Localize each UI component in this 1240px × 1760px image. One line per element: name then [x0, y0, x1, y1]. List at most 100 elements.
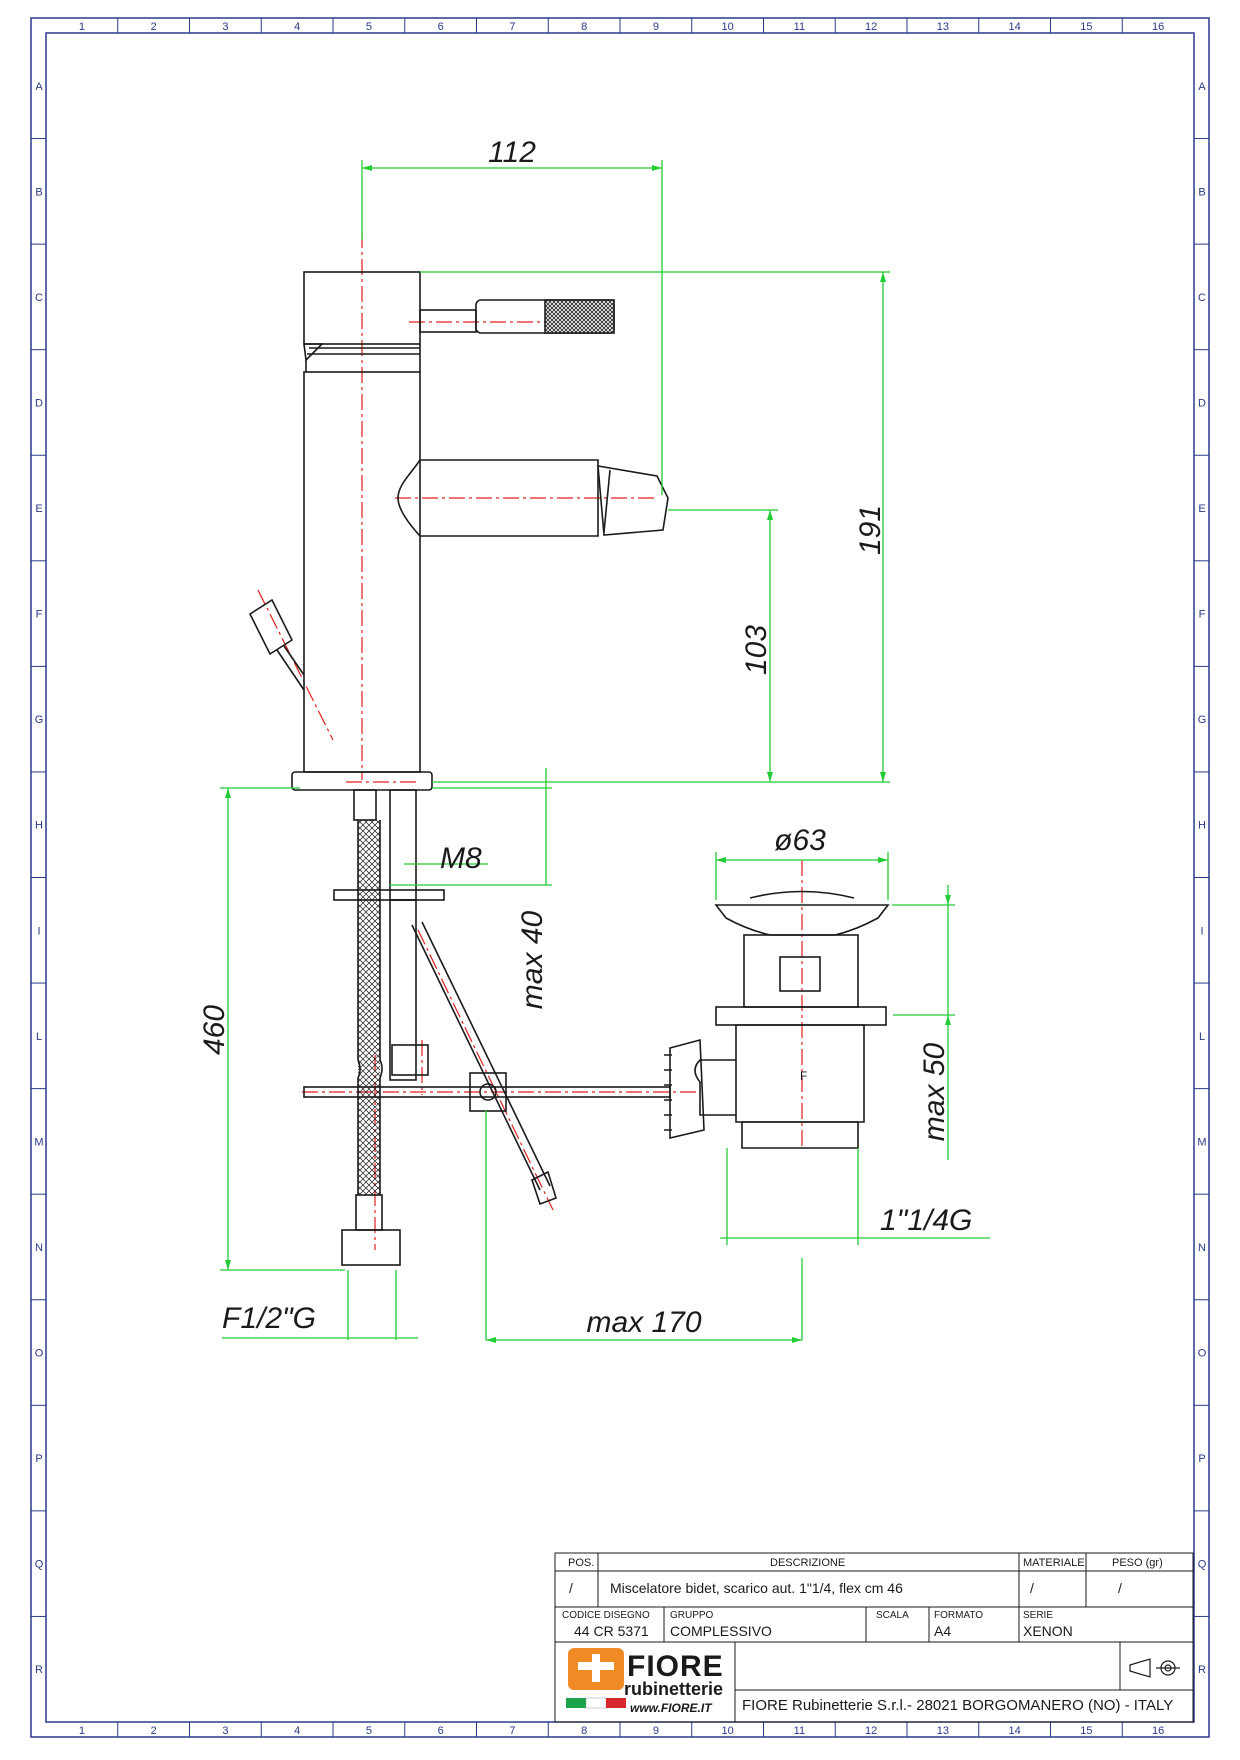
frame-row-label-right: A [1198, 81, 1206, 93]
frame-col-label-top: 8 [581, 21, 587, 33]
frame-col-label-bottom: 16 [1152, 1725, 1164, 1737]
frame-row-label-left: A [35, 81, 43, 93]
frame-row-label-right: D [1198, 397, 1206, 409]
description-value: Miscelatore bidet, scarico aut. 1"1/4, f… [610, 1580, 903, 1596]
frame-col-label-bottom: 8 [581, 1725, 587, 1737]
dim-max50-label: max 50 [918, 1043, 951, 1142]
frame-col-label-bottom: 14 [1009, 1725, 1021, 1737]
frame-col-label-bottom: 6 [438, 1725, 444, 1737]
frame-col-label-top: 1 [79, 21, 85, 33]
frame-row-label-right: G [1198, 714, 1207, 726]
frame-row-label-left: I [37, 925, 40, 937]
frame-col-label-top: 4 [294, 21, 300, 33]
frame-row-label-left: D [35, 397, 43, 409]
group-value: COMPLESSIVO [670, 1623, 772, 1639]
frame-row-label-left: H [35, 820, 43, 832]
code-value: 44 CR 5371 [574, 1623, 649, 1639]
series-label: SERIE [1023, 1610, 1054, 1621]
first-angle-projection-icon [1129, 1658, 1180, 1678]
frame-zone-labels: 1122334455667788991010111112121313141415… [34, 21, 1206, 1737]
frame-row-label-right: L [1199, 1031, 1205, 1043]
material-value: / [1030, 1580, 1034, 1596]
frame-col-label-top: 15 [1080, 21, 1092, 33]
frame-row-label-right: F [1199, 609, 1206, 621]
frame-row-label-right: I [1200, 925, 1203, 937]
frame-col-label-top: 16 [1152, 21, 1164, 33]
frame-row-label-left: P [35, 1453, 42, 1465]
waste-assembly [664, 890, 890, 1149]
frame-col-label-top: 6 [438, 21, 444, 33]
dim-hose-thread-label: F1/2"G [222, 1302, 316, 1335]
scale-label: SCALA [876, 1610, 909, 1621]
frame-col-label-bottom: 9 [653, 1725, 659, 1737]
frame-row-label-right: B [1198, 186, 1205, 198]
frame-col-label-top: 3 [222, 21, 228, 33]
frame-col-label-bottom: 15 [1080, 1725, 1092, 1737]
description-header: DESCRIZIONE [770, 1557, 846, 1569]
frame-row-label-left: C [35, 292, 43, 304]
frame-row-label-left: R [35, 1664, 43, 1676]
frame-col-label-bottom: 7 [509, 1725, 515, 1737]
frame-col-label-top: 9 [653, 21, 659, 33]
frame-row-label-right: Q [1198, 1559, 1207, 1571]
pos-value: / [569, 1580, 573, 1596]
dim-max170-label: max 170 [586, 1306, 701, 1339]
format-value: A4 [934, 1623, 952, 1639]
frame-row-label-left: O [35, 1348, 44, 1360]
dim-112-label: 112 [488, 136, 536, 169]
frame-col-label-bottom: 10 [722, 1725, 734, 1737]
frame-row-label-left: G [35, 714, 44, 726]
dim-max40-label: max 40 [516, 911, 549, 1010]
weight-value: / [1118, 1580, 1122, 1596]
dim-waste-thread-label: 1"1/4G [880, 1204, 972, 1237]
frame-row-label-left: N [35, 1242, 43, 1254]
frame-row-label-left: M [34, 1136, 43, 1148]
frame-row-label-left: F [36, 609, 43, 621]
series-value: XENON [1023, 1623, 1073, 1639]
frame-col-label-top: 12 [865, 21, 877, 33]
frame-col-label-top: 7 [509, 21, 515, 33]
dimension-labels: 112 191 103 460 M8 max 40 ø63 max 50 1"1… [198, 136, 972, 1339]
frame-row-label-right: R [1198, 1664, 1206, 1676]
frame-row-label-right: M [1197, 1136, 1206, 1148]
weight-header: PESO (gr) [1112, 1557, 1163, 1569]
frame-row-label-left: E [35, 503, 42, 515]
frame-col-label-bottom: 13 [937, 1725, 949, 1737]
braided-hose [358, 820, 380, 1195]
svg-text:FIORE: FIORE [627, 1650, 724, 1683]
frame-row-label-right: P [1198, 1453, 1205, 1465]
frame-col-label-top: 14 [1009, 21, 1021, 33]
frame-row-label-left: B [35, 186, 42, 198]
svg-text:rubinetterie: rubinetterie [624, 1679, 723, 1699]
dim-191-label: 191 [854, 505, 887, 555]
frame-col-label-top: 10 [722, 21, 734, 33]
dim-m8-label: M8 [440, 842, 482, 875]
group-label: GRUPPO [670, 1610, 714, 1621]
drawing-frame [30, 17, 1210, 1738]
frame-col-label-bottom: 11 [794, 1725, 805, 1737]
frame-col-label-bottom: 2 [151, 1725, 157, 1737]
company-address: FIORE Rubinetterie S.r.l.- 28021 BORGOMA… [742, 1697, 1174, 1714]
frame-col-label-bottom: 12 [865, 1725, 877, 1737]
title-block-grid [554, 1552, 1194, 1723]
dimension-arrows [225, 165, 951, 1343]
frame-row-label-right: C [1198, 292, 1206, 304]
frame-col-label-top: 2 [151, 21, 157, 33]
frame-row-label-right: O [1198, 1348, 1207, 1360]
frame-col-label-top: 13 [937, 21, 949, 33]
dim-103-label: 103 [740, 625, 773, 675]
dimension-lines [220, 160, 990, 1341]
code-label: CODICE DISEGNO [562, 1610, 650, 1621]
centerlines [257, 232, 803, 1250]
frame-ticks [31, 18, 1209, 1737]
fiore-logo: FIORE rubinetterie www.FIORE.IT [566, 1648, 724, 1715]
waste-marking: F [800, 1069, 807, 1083]
frame-col-label-bottom: 5 [366, 1725, 372, 1737]
frame-col-label-bottom: 4 [294, 1725, 300, 1737]
frame-row-label-right: H [1198, 820, 1206, 832]
frame-row-label-right: N [1198, 1242, 1206, 1254]
frame-row-label-left: L [36, 1031, 42, 1043]
frame-col-label-bottom: 1 [79, 1725, 85, 1737]
